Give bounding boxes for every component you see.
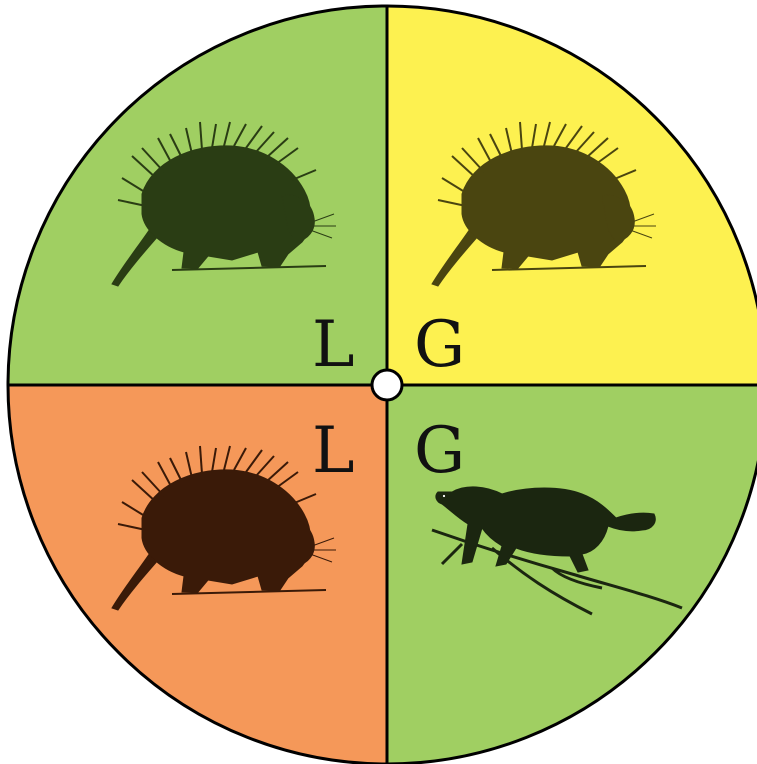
quadrant-letter-bottom-left: L	[312, 414, 355, 488]
center-node	[372, 370, 402, 400]
quadrant-letter-bottom-right: G	[414, 414, 465, 488]
quadrant-letter-top-right: G	[414, 308, 465, 382]
quadrant-letter-top-left: L	[312, 308, 355, 382]
